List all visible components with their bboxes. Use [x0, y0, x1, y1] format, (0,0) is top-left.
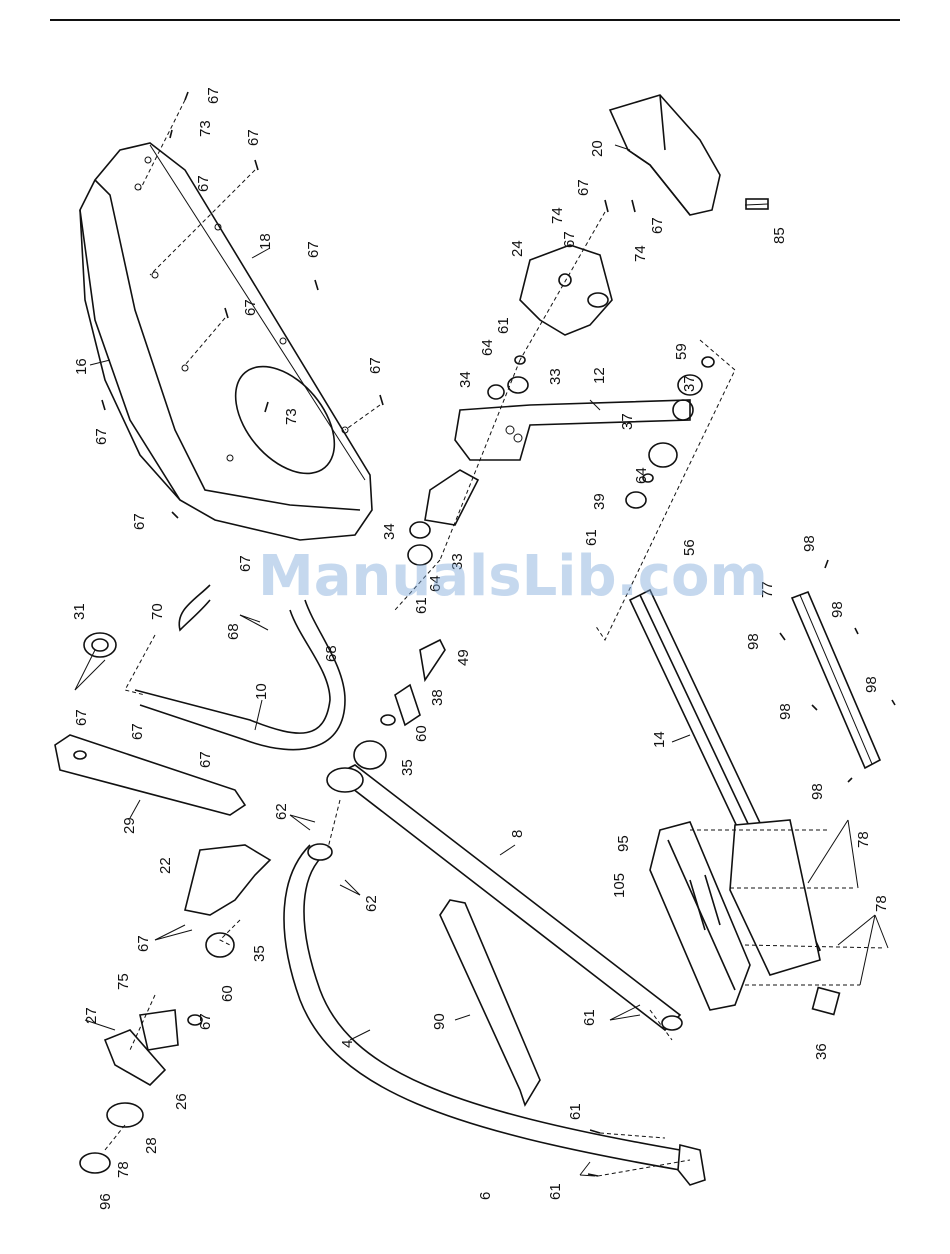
- part-8-tube: [327, 765, 682, 1030]
- label-68: 68: [323, 645, 340, 662]
- label-67: 67: [561, 231, 578, 248]
- label-67: 67: [131, 513, 148, 530]
- label-24: 24: [509, 240, 526, 257]
- label-90: 90: [431, 1013, 448, 1030]
- label-67: 67: [135, 935, 152, 952]
- label-64: 64: [633, 467, 650, 484]
- label-60: 60: [219, 985, 236, 1002]
- label-67: 67: [197, 1013, 214, 1030]
- label-74: 74: [632, 245, 649, 262]
- label-61: 61: [581, 1009, 598, 1026]
- label-67: 67: [575, 179, 592, 196]
- label-20: 20: [589, 140, 606, 157]
- watermark: ManualsLib.com: [258, 544, 768, 609]
- label-75: 75: [115, 973, 132, 990]
- label-78: 78: [115, 1161, 132, 1178]
- label-74: 74: [549, 207, 566, 224]
- label-61: 61: [547, 1183, 564, 1200]
- part-29-arm: [55, 735, 245, 815]
- label-67: 67: [237, 555, 254, 572]
- part-70-cable: [179, 585, 210, 630]
- part-31-hub: [84, 633, 116, 657]
- label-67: 67: [367, 357, 384, 374]
- label-4: 4: [339, 1040, 356, 1048]
- part-22-cover: [185, 845, 270, 915]
- label-67: 67: [305, 241, 322, 258]
- label-73: 73: [197, 120, 214, 137]
- label-35: 35: [399, 759, 416, 776]
- label-61: 61: [567, 1103, 584, 1120]
- label-22: 22: [157, 857, 174, 874]
- part-10-arm: [135, 600, 345, 750]
- label-37: 37: [619, 413, 636, 430]
- label-67: 67: [129, 723, 146, 740]
- label-98: 98: [801, 535, 818, 552]
- label-10: 10: [253, 683, 270, 700]
- label-59: 59: [673, 343, 690, 360]
- label-36: 36: [813, 1043, 830, 1060]
- label-37: 37: [681, 375, 698, 392]
- label-67: 67: [649, 217, 666, 234]
- label-12: 12: [591, 367, 608, 384]
- label-98: 98: [829, 601, 846, 618]
- label-98: 98: [745, 633, 762, 650]
- label-39: 39: [591, 493, 608, 510]
- part-24-cover: [520, 245, 612, 335]
- label-29: 29: [121, 817, 138, 834]
- label-60: 60: [413, 725, 430, 742]
- label-61: 61: [495, 317, 512, 334]
- label-38: 38: [429, 689, 446, 706]
- label-85: 85: [771, 227, 788, 244]
- part-20-cover: [610, 95, 768, 215]
- label-34: 34: [457, 371, 474, 388]
- label-62: 62: [363, 895, 380, 912]
- label-34: 34: [381, 523, 398, 540]
- label-8: 8: [509, 830, 526, 838]
- label-105: 105: [611, 873, 628, 898]
- label-67: 67: [242, 299, 259, 316]
- label-67: 67: [197, 751, 214, 768]
- label-98: 98: [777, 703, 794, 720]
- label-31: 31: [71, 603, 88, 620]
- label-28: 28: [143, 1137, 160, 1154]
- label-33: 33: [547, 368, 564, 385]
- label-27: 27: [83, 1007, 100, 1024]
- label-95: 95: [615, 835, 632, 852]
- label-14: 14: [651, 731, 668, 748]
- part-36-cap: [813, 988, 840, 1015]
- label-98: 98: [863, 676, 880, 693]
- label-35: 35: [251, 945, 268, 962]
- label-68: 68: [225, 623, 242, 640]
- label-64: 64: [479, 339, 496, 356]
- part-16-shroud: [80, 143, 372, 540]
- part-27-26-pedal-arm: [80, 933, 234, 1173]
- label-96: 96: [97, 1193, 114, 1210]
- label-67: 67: [195, 175, 212, 192]
- label-73: 73: [283, 408, 300, 425]
- label-98: 98: [809, 783, 826, 800]
- label-67: 67: [73, 709, 90, 726]
- label-62: 62: [273, 803, 290, 820]
- part-90-strip: [440, 900, 540, 1105]
- label-18: 18: [257, 233, 274, 250]
- label-78: 78: [855, 831, 872, 848]
- label-67: 67: [93, 428, 110, 445]
- label-16: 16: [73, 358, 90, 375]
- label-26: 26: [173, 1093, 190, 1110]
- label-6: 6: [477, 1192, 494, 1200]
- label-67: 67: [205, 87, 222, 104]
- label-67: 67: [245, 129, 262, 146]
- label-78: 78: [873, 895, 890, 912]
- label-49: 49: [455, 649, 472, 666]
- label-70: 70: [149, 603, 166, 620]
